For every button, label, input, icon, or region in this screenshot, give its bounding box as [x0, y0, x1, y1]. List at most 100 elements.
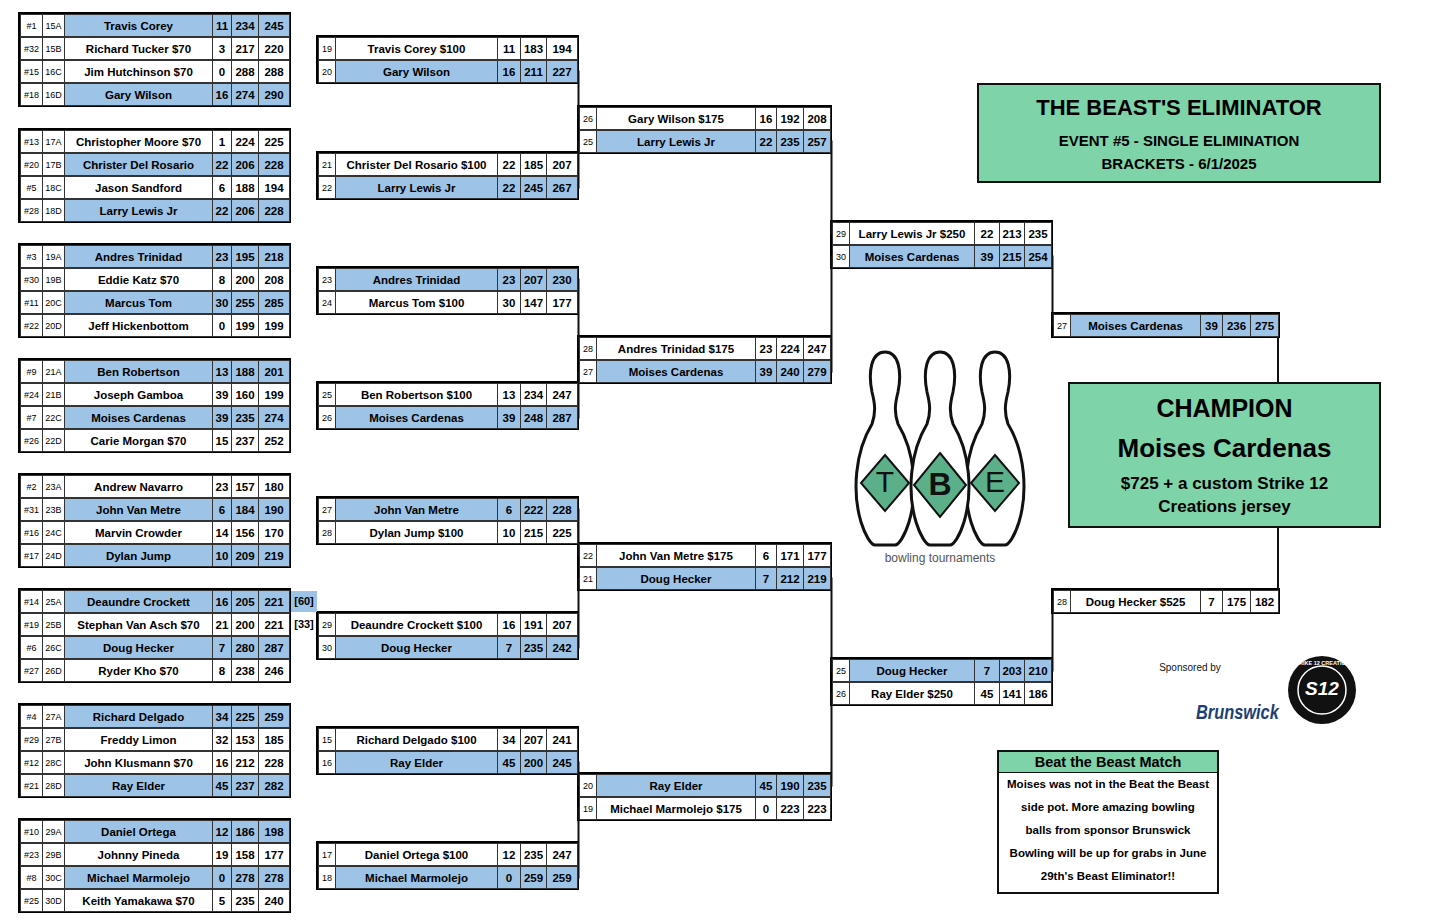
slot-number: 22 — [319, 177, 336, 199]
cell-text: 22 — [760, 136, 773, 148]
cell-text: #31 — [24, 505, 39, 515]
slot-number: 27 — [319, 499, 336, 521]
cell-text: 240 — [264, 895, 283, 907]
bowler-name: Carie Morgan $70 — [65, 430, 213, 452]
cell-text: 210 — [1028, 665, 1047, 677]
cell-text: #3 — [26, 252, 36, 262]
group-outline — [19, 589, 290, 682]
group-outline — [317, 497, 578, 544]
bowler-name: Gary Wilson — [336, 61, 498, 83]
cell-text: 274 — [264, 412, 283, 424]
bowler-name: Ray Elder — [336, 752, 498, 774]
cell-text: #1 — [26, 21, 36, 31]
cell-text: #13 — [24, 137, 39, 147]
score: 245 — [259, 15, 290, 37]
score: 220 — [259, 38, 290, 60]
slot-number: 25 — [580, 131, 597, 153]
cell-text: 22 — [216, 205, 229, 217]
cell-text: #19 — [24, 620, 39, 630]
cell-text: 23B — [45, 505, 61, 515]
cell-text: 0 — [219, 320, 225, 332]
cell-text: 25A — [45, 597, 61, 607]
cell-text: John Van Metre — [96, 504, 181, 516]
info-box: Beat the Beast MatchMoises was not in th… — [997, 750, 1219, 894]
bracket-row: #2726DRyder Kho $708238246 — [20, 659, 290, 682]
score: 22 — [213, 200, 232, 222]
cell-text: #2 — [26, 482, 36, 492]
bracket-line — [1277, 528, 1279, 590]
cell-text: 24 — [322, 298, 332, 308]
score: 248 — [521, 407, 547, 429]
score: 15 — [213, 430, 232, 452]
bowler-name: Daniel Ortega — [65, 821, 213, 843]
cell-text: 235 — [1028, 228, 1047, 240]
bowler-name: Moises Cardenas — [597, 361, 756, 383]
score: 219 — [259, 545, 290, 567]
cell-text: Travis Corey $100 — [368, 43, 466, 55]
cell-text: 219 — [807, 573, 826, 585]
score: 207 — [547, 154, 578, 176]
bracket-row: #1120CMarcus Tom30255285 — [20, 291, 290, 314]
score: 227 — [547, 61, 578, 83]
score: 7 — [1201, 591, 1223, 613]
cell-text: Michael Marmolejo $175 — [610, 803, 742, 815]
score: 183 — [521, 38, 547, 60]
slot-number: 17 — [319, 844, 336, 866]
seed-number: #3 — [21, 246, 43, 268]
cell-text: 15 — [322, 735, 332, 745]
cell-text: 211 — [524, 66, 543, 78]
slot-number: 23 — [319, 269, 336, 291]
bowler-name: Michael Marmolejo — [65, 867, 213, 889]
seed-number: #32 — [21, 38, 43, 60]
score: 235 — [1025, 223, 1052, 245]
cell-text: 238 — [235, 665, 254, 677]
cell-text: 199 — [264, 320, 283, 332]
cell-text: 247 — [552, 849, 571, 861]
cell-text: 45 — [981, 688, 994, 700]
score: 153 — [232, 729, 259, 751]
score: 217 — [232, 38, 259, 60]
score: 218 — [259, 246, 290, 268]
cell-text: 192 — [780, 113, 799, 125]
slot-number: 29 — [833, 223, 850, 245]
bracket-row: #427ARichard Delgado34225259 — [20, 705, 290, 728]
bowler-name: Deaundre Crockett — [65, 591, 213, 613]
bracket-row: #1317AChristopher Moore $701224225 — [20, 130, 290, 153]
bracket-row: #1624CMarvin Crowder14156170 — [20, 521, 290, 544]
slot-number: 21 — [580, 568, 597, 590]
cell-text: 177 — [264, 849, 283, 861]
group-outline — [831, 221, 1052, 268]
cell-text: Doug Hecker — [877, 665, 948, 677]
cell-text: 259 — [524, 872, 543, 884]
cell-text: 153 — [235, 734, 254, 746]
cell-text: 39 — [503, 412, 516, 424]
cell-text: #17 — [24, 551, 39, 561]
cell-text: 23 — [216, 481, 229, 493]
cell-text: Daniel Ortega — [101, 826, 176, 838]
champion-heading: CHAMPION — [1078, 394, 1371, 423]
cell-text: 24D — [45, 551, 62, 561]
score: 23 — [213, 246, 232, 268]
slot-number: 22 — [580, 545, 597, 567]
score: 22 — [498, 154, 521, 176]
seed-number: #7 — [21, 407, 43, 429]
bracket-row: #115ATravis Corey11234245 — [20, 14, 290, 37]
cell-text: 206 — [235, 159, 254, 171]
cell-text: 186 — [235, 826, 254, 838]
cell-text: Travis Corey — [104, 20, 173, 32]
seed-number: #11 — [21, 292, 43, 314]
bracket-row: 30Doug Hecker7235242 — [318, 636, 578, 659]
score: 39 — [213, 384, 232, 406]
cell-text: #7 — [26, 413, 36, 423]
cell-text: 23 — [322, 275, 332, 285]
score: 221 — [259, 614, 290, 636]
seed-number: #23 — [21, 844, 43, 866]
cell-text: Richard Delgado $100 — [356, 734, 476, 746]
group-outline — [19, 244, 290, 337]
cell-text: 16 — [216, 596, 229, 608]
bowler-name: Larry Lewis Jr $250 — [850, 223, 975, 245]
score: 228 — [547, 499, 578, 521]
score: 247 — [547, 844, 578, 866]
cell-text: 195 — [235, 251, 254, 263]
bracket-row: #921ABen Robertson13188201 — [20, 360, 290, 383]
